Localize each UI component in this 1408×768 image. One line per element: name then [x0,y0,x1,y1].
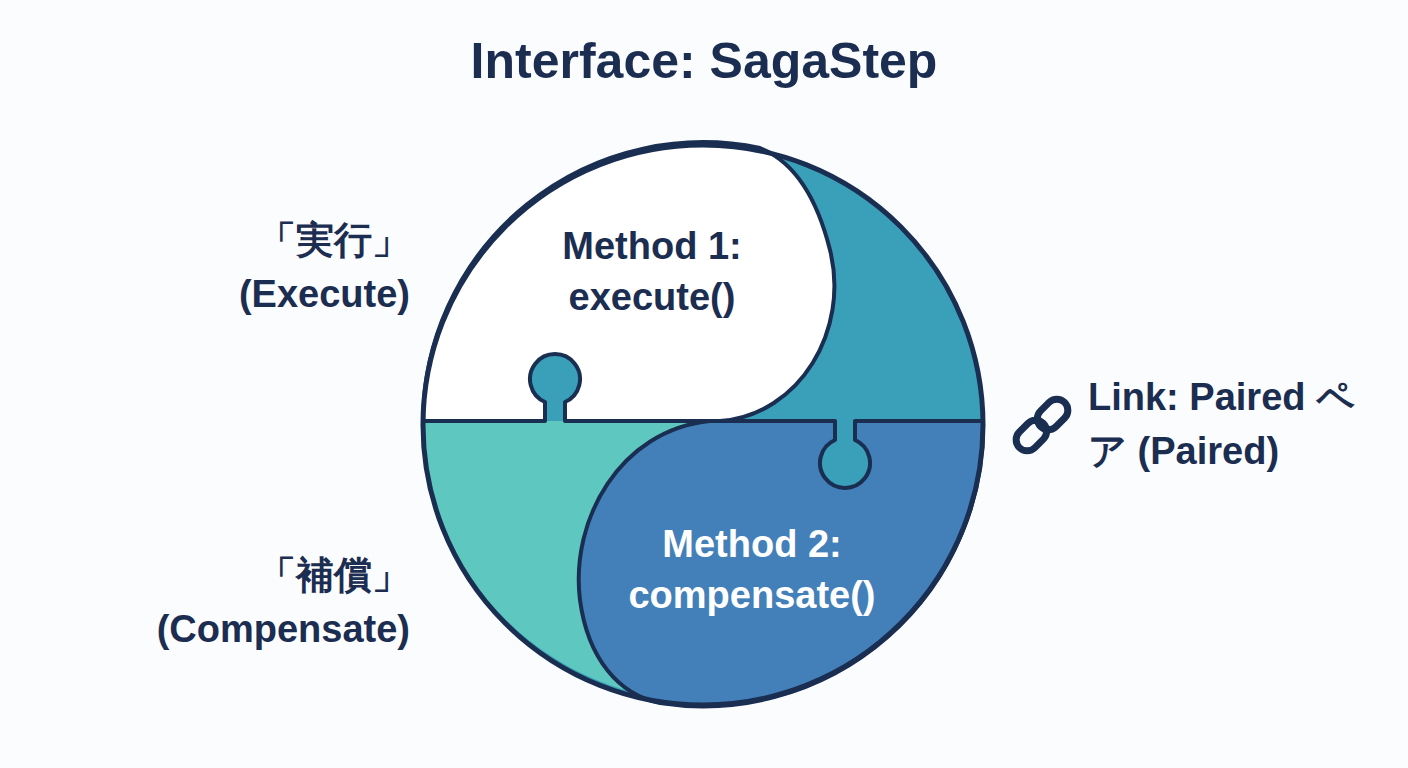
side-label: 「補償」 (Compensate) [90,549,410,657]
compensate-method-piece: Method 2: compensate() [587,519,917,622]
execute-method-piece: Method 1: execute() [527,221,777,324]
chain-link-icon [1012,395,1073,456]
execute-piece-shape [423,142,834,421]
method-label: Method 1: execute() [527,221,777,324]
circle-outline [423,145,983,705]
compensate-piece-shape [579,421,983,706]
diagram-title: Interface: SagaStep [0,32,1408,90]
method-label: Method 2: compensate() [587,519,917,622]
link-label: Link: Paired ペア (Paired) [1088,371,1378,479]
divider-line [720,421,983,488]
puzzle-knob-fill [820,419,870,488]
side-label: 「実行」 (Execute) [190,214,410,322]
